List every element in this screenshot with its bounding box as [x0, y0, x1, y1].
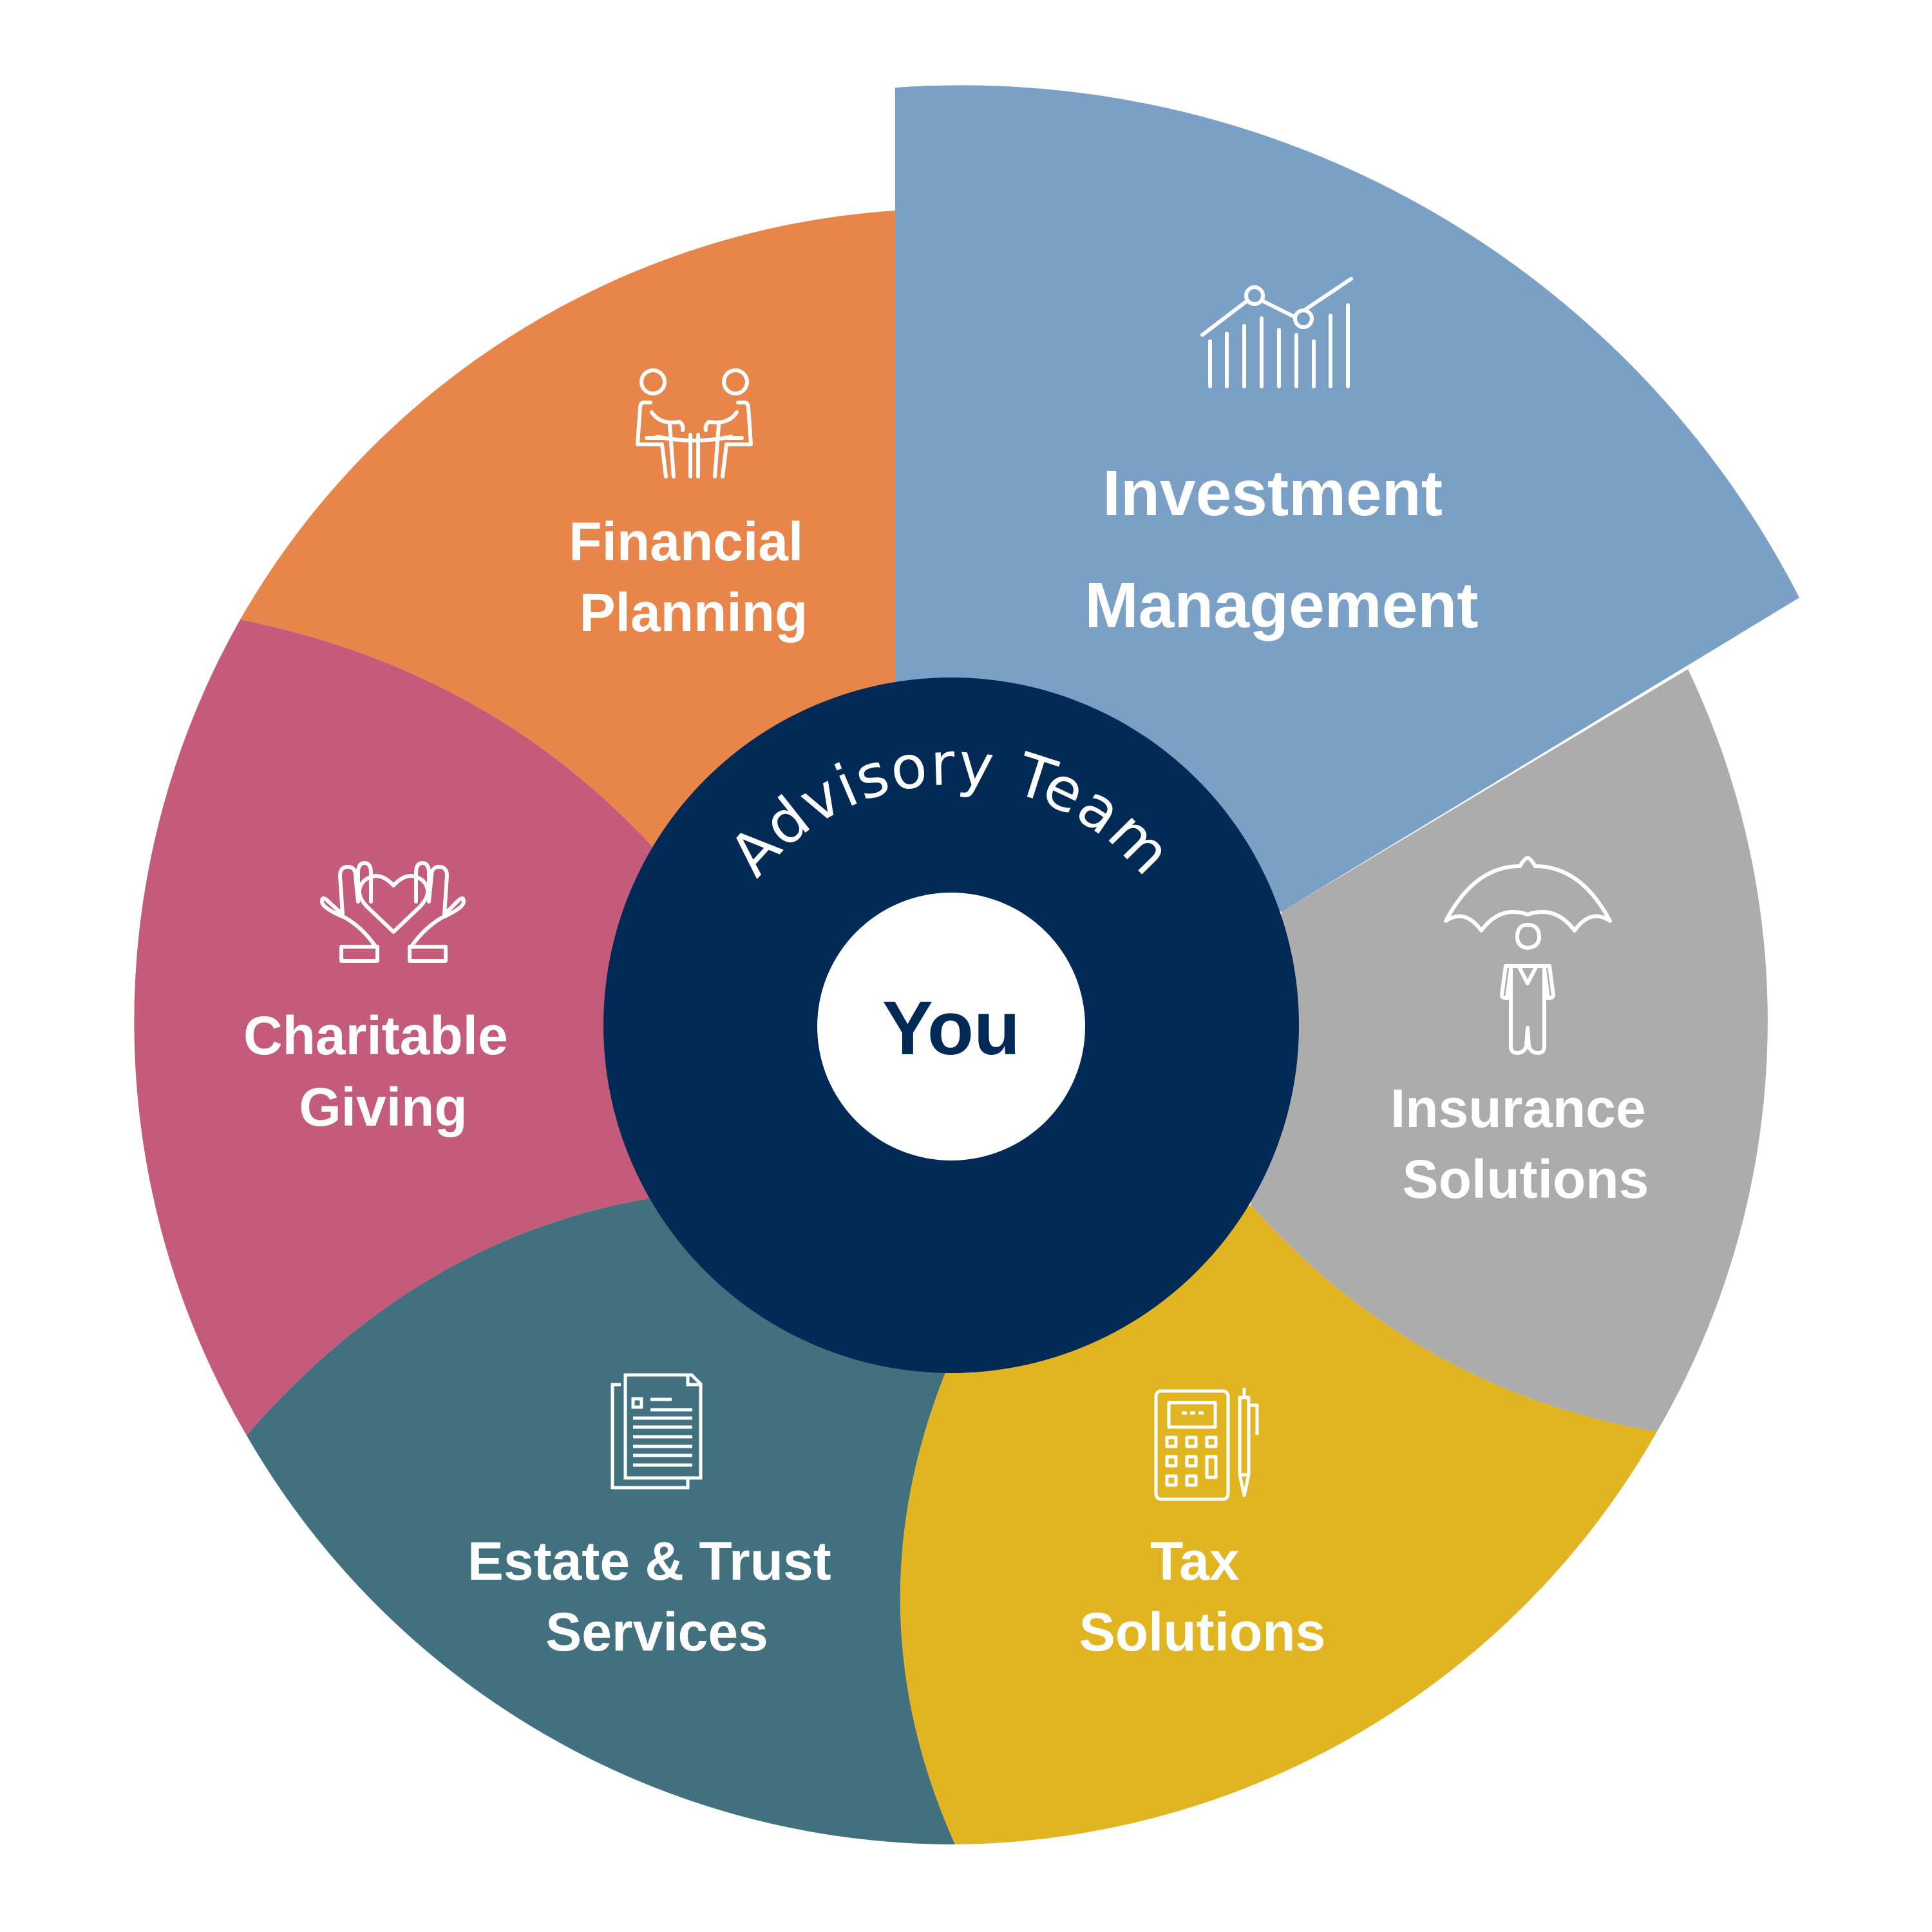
you-circle[interactable] [817, 893, 1085, 1160]
segment-investment-management[interactable] [895, 85, 1799, 913]
hands-heart-icon [320, 861, 466, 963]
label-estate-trust-services: Estate & Trust Services [468, 1531, 846, 1662]
line-bar-chart-icon [1200, 277, 1353, 388]
segment-charitable-giving[interactable] [134, 620, 653, 1435]
meeting-people-icon [636, 368, 753, 478]
label-tax-solutions: Tax Solutions [1079, 1531, 1326, 1662]
umbrella-person-icon [1444, 856, 1612, 1055]
segment-tax-solutions[interactable] [900, 1205, 1657, 1844]
segment-insurance-solutions[interactable] [1251, 669, 1768, 1432]
label-investment-management: Investment Management [1084, 457, 1478, 641]
label-insurance-solutions: Insurance Solutions [1390, 1078, 1661, 1209]
label-financial-planning: Financial Planning [569, 511, 818, 643]
documents-icon [611, 1373, 703, 1490]
label-charitable-giving: Charitable Giving [243, 1005, 523, 1137]
calculator-pen-icon [1154, 1388, 1259, 1501]
you-label: You [882, 986, 1020, 1071]
segment-estate-trust-services[interactable] [247, 1198, 955, 1845]
